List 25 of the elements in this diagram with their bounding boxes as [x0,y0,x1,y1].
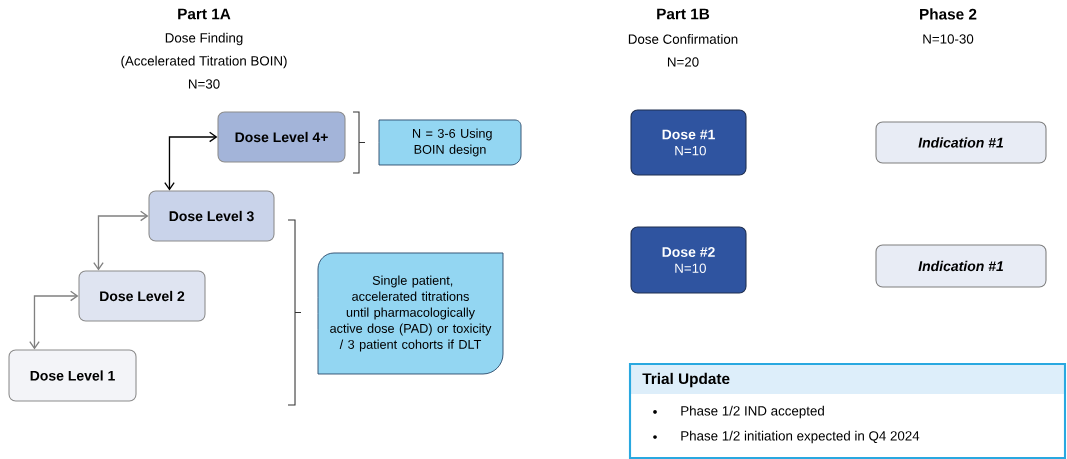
heading-text: Dose Finding [165,32,243,46]
column-heading: Part 1B [657,8,710,20]
process-box: Dose Level 4+ [217,111,346,163]
process-box: Indication #1 [875,121,1047,164]
note-box: Single patient, accelerated titrations until pharmacologically active dose (PAD) or toxicity / 3 patient cohorts if DLT [317,252,504,375]
column-heading: Phase 2 [920,8,977,20]
process-box: Dose #2 N=10 [630,226,747,294]
arrow [29,290,79,350]
panel-title: Trial Update [642,372,730,388]
process-box: Dose Level 1 [8,349,137,402]
bullet-text: Phase 1/2 initiation expected in Q4 2024 [681,430,920,444]
bullet-text: Phase 1/2 IND accepted [681,405,824,419]
note-box: N = 3-6 Using BOIN design [378,119,522,166]
heading-text: N=20 [667,57,699,67]
heading-text: (Accelerated Titration BOIN) [121,55,287,69]
process-box: Dose #1 N=10 [630,109,747,176]
heading-text: Dose Confirmation [628,34,738,44]
process-box: Dose Level 2 [78,270,206,322]
process-box: Dose Level 3 [148,190,275,242]
arrow [164,131,218,191]
heading-text: N=30 [188,79,220,89]
process-box: Indication #1 [875,244,1047,288]
column-heading: Part 1A [178,8,231,20]
heading-text: N=10-30 [923,34,974,44]
arrow [93,210,149,271]
